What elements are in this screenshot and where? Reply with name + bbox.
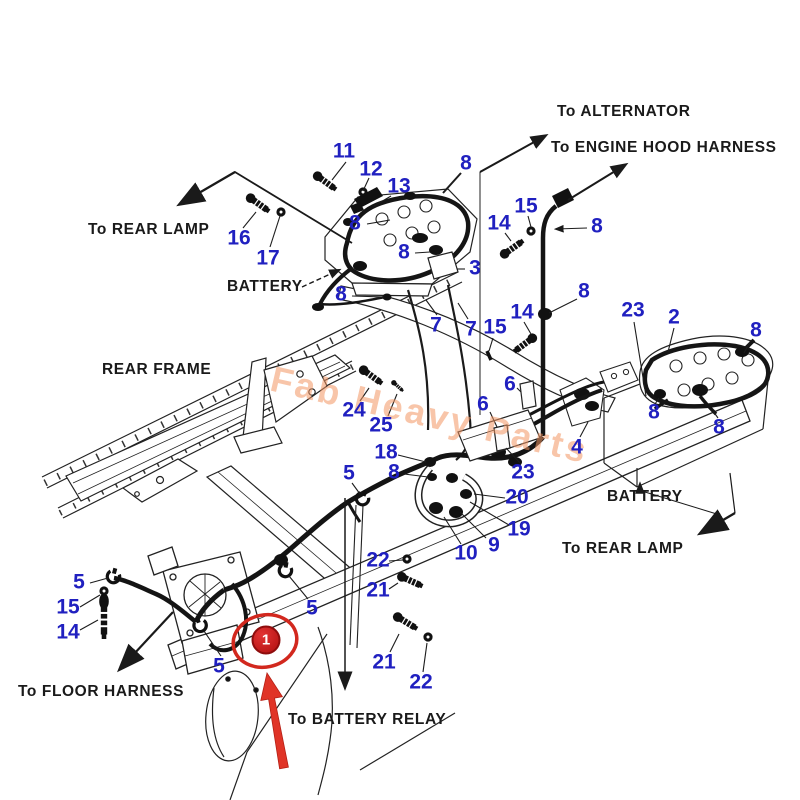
wire-loop [414,457,484,528]
callout-20-32: 20 [505,485,529,509]
callout-14-14: 14 [510,300,534,324]
callout-18-28: 18 [374,440,398,464]
bracket-13 [350,187,383,214]
highlight-annotation [231,612,299,770]
callout-8-6: 8 [349,211,361,235]
callout-8-12: 8 [591,214,603,238]
callout-5-40: 5 [73,570,85,594]
callout-14-11: 14 [487,211,511,235]
callout-8-13: 8 [578,279,590,303]
callout-22-39: 22 [409,670,433,694]
callout-8-24: 8 [713,415,725,439]
label-to-engine-hood: To ENGINE HOOD HARNESS [551,139,777,156]
callout-7-17: 7 [465,317,477,341]
callout-3-9: 3 [469,256,481,280]
callout-13-2: 13 [387,174,411,198]
callout-2-21: 2 [668,305,680,329]
callout-25-27: 25 [369,413,393,437]
label-rear-frame: REAR FRAME [102,361,212,378]
label-battery-right: BATTERY [607,488,683,505]
red-arrow-icon [260,671,289,770]
callout-22-36: 22 [366,548,390,572]
callout-21-37: 21 [366,578,390,602]
callout-16-3: 16 [227,226,251,250]
callout-15-41: 15 [56,595,80,619]
callout-10-35: 10 [454,541,478,565]
callout-24-26: 24 [342,398,366,422]
callout-23-20: 23 [621,298,645,322]
callout-19-33: 19 [507,517,531,541]
label-to-battery-relay: To BATTERY RELAY [288,711,447,728]
callout-17-4: 17 [256,246,280,270]
label-to-rear-lamp-right: To REAR LAMP [562,540,684,557]
fender-panel [205,626,456,800]
leader-lines [79,161,752,673]
callout-8-23: 8 [648,400,660,424]
callout-6-18: 6 [504,372,516,396]
bracket-4 [559,361,639,427]
callout-8-8: 8 [335,282,347,306]
connector-6 [493,380,537,452]
callout-8-7: 8 [398,240,410,264]
callout-14-42: 14 [56,620,80,644]
callout-12-1: 12 [359,157,383,181]
callout-6-19: 6 [477,392,489,416]
callout-7-16: 7 [430,313,442,337]
callout-5-30: 5 [343,461,355,485]
callout-8-22: 8 [750,318,762,342]
callout-9-34: 9 [488,533,500,557]
callout-15-10: 15 [514,194,538,218]
callout-8-5: 8 [460,151,472,175]
label-to-floor-harness: To FLOOR HARNESS [18,683,185,700]
drop-wires [349,504,364,649]
label-to-rear-lamp-top: To REAR LAMP [88,221,210,238]
callout-8-29: 8 [388,460,400,484]
callout-21-38: 21 [372,650,396,674]
label-battery-top: BATTERY [227,278,303,295]
battery-2 [603,335,774,494]
label-to-alternator: To ALTERNATOR [557,103,691,120]
highlight-circle-1: 1 [251,625,281,655]
gusset-bracket [233,355,328,454]
battery-1 [312,188,478,311]
callout-5-44: 5 [306,596,318,620]
engine-hood-cable [479,134,629,436]
callout-23-31: 23 [511,460,535,484]
callout-11-0: 11 [332,139,356,163]
highlight-number: 1 [261,631,271,649]
callout-5-43: 5 [213,654,225,678]
direction-arrows [117,170,736,691]
callout-4-25: 4 [571,435,583,459]
callout-15-15: 15 [483,315,507,339]
